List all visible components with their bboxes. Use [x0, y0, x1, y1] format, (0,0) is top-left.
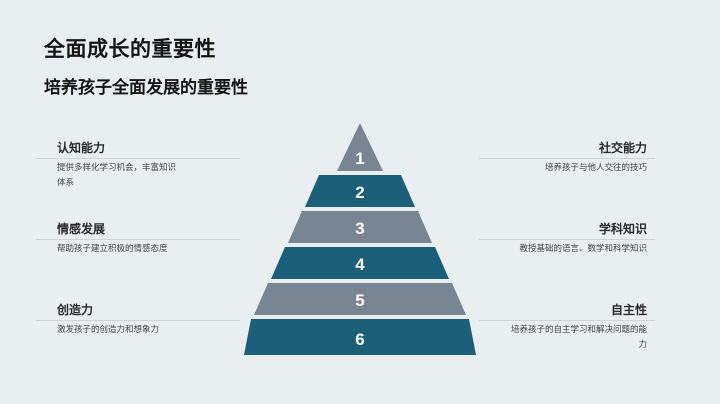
item-title: 认知能力: [57, 141, 106, 155]
item-desc: 培养孩子的自主学习和解决问题的能力: [510, 325, 647, 350]
svg-text:4: 4: [355, 255, 365, 274]
item-desc: 帮助孩子建立积极的情感态度: [57, 244, 168, 254]
pyramid-level-5: 5: [254, 283, 466, 315]
item-title: 社交能力: [598, 141, 647, 155]
item-title: 学科知识: [598, 222, 647, 236]
slide-title: 全面成长的重要性: [44, 37, 216, 61]
divider: [479, 158, 655, 159]
item-subject-knowledge: 学科知识 教授基础的语言、数学和科学知识: [479, 222, 655, 257]
pyramid-level-2: 2: [305, 175, 415, 207]
svg-text:5: 5: [355, 291, 364, 310]
svg-text:2: 2: [355, 183, 364, 202]
pyramid-level-1: 1: [337, 123, 383, 171]
svg-text:3: 3: [355, 219, 364, 238]
item-desc: 激发孩子的创造力和想象力: [57, 325, 160, 335]
pyramid-level-6: 6: [244, 319, 476, 355]
svg-text:1: 1: [355, 149, 364, 168]
item-emotional: 情感发展 帮助孩子建立积极的情感态度: [36, 222, 240, 257]
item-desc: 培养孩子与他人交往的技巧: [544, 163, 647, 173]
slide-subtitle: 培养孩子全面发展的重要性: [44, 78, 248, 98]
item-social: 社交能力 培养孩子与他人交往的技巧: [479, 141, 655, 176]
svg-text:6: 6: [355, 330, 364, 349]
item-creativity: 创造力 激发孩子的创造力和想象力: [36, 303, 240, 338]
item-title: 创造力: [57, 303, 94, 317]
item-cognitive: 认知能力 提供多样化学习机会，丰富知识体系: [36, 141, 240, 191]
item-desc: 提供多样化学习机会，丰富知识体系: [57, 163, 177, 188]
item-title: 自主性: [610, 303, 647, 317]
divider: [36, 158, 240, 159]
item-title: 情感发展: [57, 222, 106, 236]
divider: [36, 239, 240, 240]
divider: [36, 320, 240, 321]
divider: [479, 320, 655, 321]
pyramid-level-3: 3: [288, 211, 432, 243]
item-desc: 教授基础的语言、数学和科学知识: [519, 244, 647, 254]
pyramid-level-4: 4: [271, 247, 449, 279]
item-autonomy: 自主性 培养孩子的自主学习和解决问题的能力: [479, 303, 655, 353]
divider: [479, 239, 655, 240]
